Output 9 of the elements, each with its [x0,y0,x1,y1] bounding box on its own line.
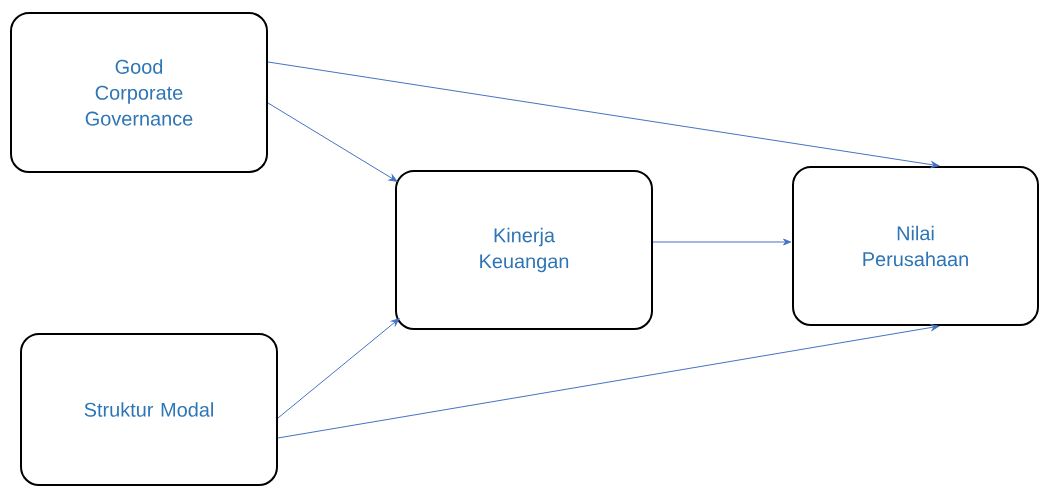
process-box: Good Corporate Governance [10,12,268,173]
process-box: Struktur Modal [20,333,278,486]
arrow [277,324,940,439]
arrow [267,61,940,169]
arrow [267,102,398,182]
process-box: Kinerja Keuangan [395,170,653,330]
arrow [277,318,400,419]
process-box: Nilai Perusahaan [792,166,1039,326]
arrow [652,238,792,246]
